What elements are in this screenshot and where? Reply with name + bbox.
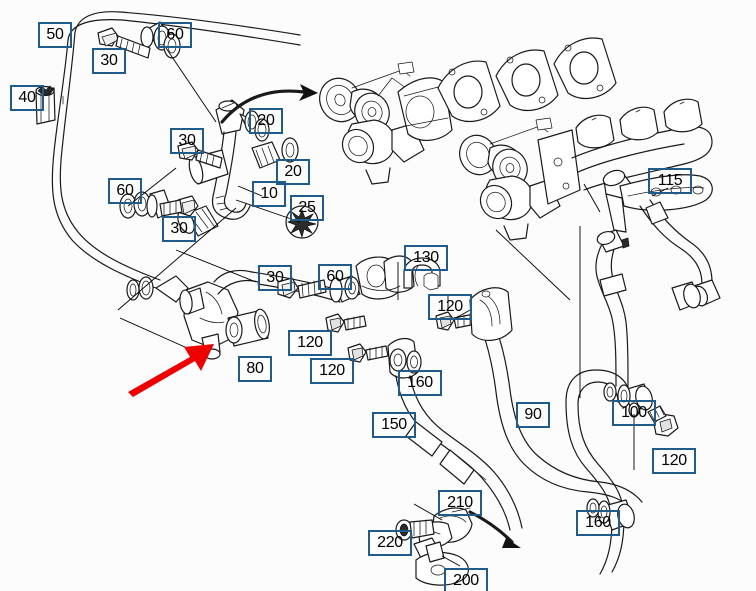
callout-10-oil-feed-line[interactable]: 10 <box>252 181 286 207</box>
part-25-filter-insert <box>285 205 319 239</box>
exhaust-manifold-right <box>571 98 713 191</box>
callout-40-filter-screen[interactable]: 40 <box>10 85 44 111</box>
callout-160-sealing-washer[interactable]: 160 <box>398 370 442 396</box>
turbocharger-right <box>459 117 581 241</box>
callout-50-coolant-return-line[interactable]: 50 <box>38 22 72 48</box>
part-30-banjo-bolt-upper <box>97 27 151 59</box>
part-80-oil-return-housing <box>179 269 270 360</box>
part-120-flange-bolt-c <box>347 343 389 363</box>
callout-120-flange-bolt[interactable]: 120 <box>310 358 354 384</box>
part-160-sealing-washer-left <box>387 337 422 379</box>
callout-60-sealing-ring[interactable]: 60 <box>108 178 142 204</box>
callout-120-flange-bolt[interactable]: 120 <box>428 294 472 320</box>
part-220-bracket-bolt <box>395 519 435 541</box>
callout-20-gasket-ring[interactable]: 20 <box>276 159 310 185</box>
part-120-flange-bolt-d <box>647 405 679 437</box>
part-40-filter-screen <box>35 85 56 125</box>
callout-30-banjo-bolt[interactable]: 30 <box>162 216 196 242</box>
callout-100-coolant-return-pipe[interactable]: 100 <box>612 400 656 426</box>
callout-60-sealing-ring[interactable]: 60 <box>158 22 192 48</box>
callout-30-banjo-bolt[interactable]: 30 <box>92 48 126 74</box>
callout-220-bracket-bolt[interactable]: 220 <box>368 530 412 556</box>
part-30-banjo-bolt-center <box>177 141 223 169</box>
turbocharger-left <box>319 61 453 185</box>
leader-lines <box>117 47 669 567</box>
callout-120-flange-bolt[interactable]: 120 <box>652 448 696 474</box>
right-corner-fitting <box>671 281 701 311</box>
coolant-hose-secondary <box>595 229 630 389</box>
callout-130-retaining-clip[interactable]: 130 <box>404 245 448 271</box>
red-emphasis-arrow <box>128 344 214 397</box>
callout-80-oil-return-housing[interactable]: 80 <box>238 356 272 382</box>
construction-line <box>119 317 197 353</box>
callout-60-sealing-ring[interactable]: 60 <box>318 264 352 290</box>
callout-120-flange-bolt[interactable]: 120 <box>288 330 332 356</box>
part-130-retaining-clip <box>403 257 441 291</box>
callout-115-coolant-pipe-bracket[interactable]: 115 <box>648 168 692 194</box>
callout-30-banjo-bolt[interactable]: 30 <box>170 128 204 154</box>
callout-90-coolant-feed-line[interactable]: 90 <box>516 402 550 428</box>
part-30-banjo-bolt-mid <box>159 195 199 217</box>
callout-20-gasket-ring[interactable]: 20 <box>249 108 283 134</box>
flow-arrow-top <box>220 84 318 124</box>
flow-arrow-bottom <box>468 510 521 548</box>
callout-30-banjo-bolt[interactable]: 30 <box>258 265 292 291</box>
callout-200-hose-clamp[interactable]: 200 <box>444 568 488 591</box>
callout-160-sealing-washer[interactable]: 160 <box>576 510 620 536</box>
part-90-coolant-feed-line <box>469 287 643 511</box>
part-200-hose-clamp <box>415 541 469 586</box>
callout-210-line-bracket[interactable]: 210 <box>438 490 482 516</box>
part-120-flange-bolt-b <box>325 313 367 333</box>
callout-25-filter-insert[interactable]: 25 <box>290 195 324 221</box>
callout-150-oil-return-line[interactable]: 150 <box>372 412 416 438</box>
part-10-oil-feed-line <box>177 99 299 237</box>
exhaust-manifold-gaskets <box>437 37 617 123</box>
